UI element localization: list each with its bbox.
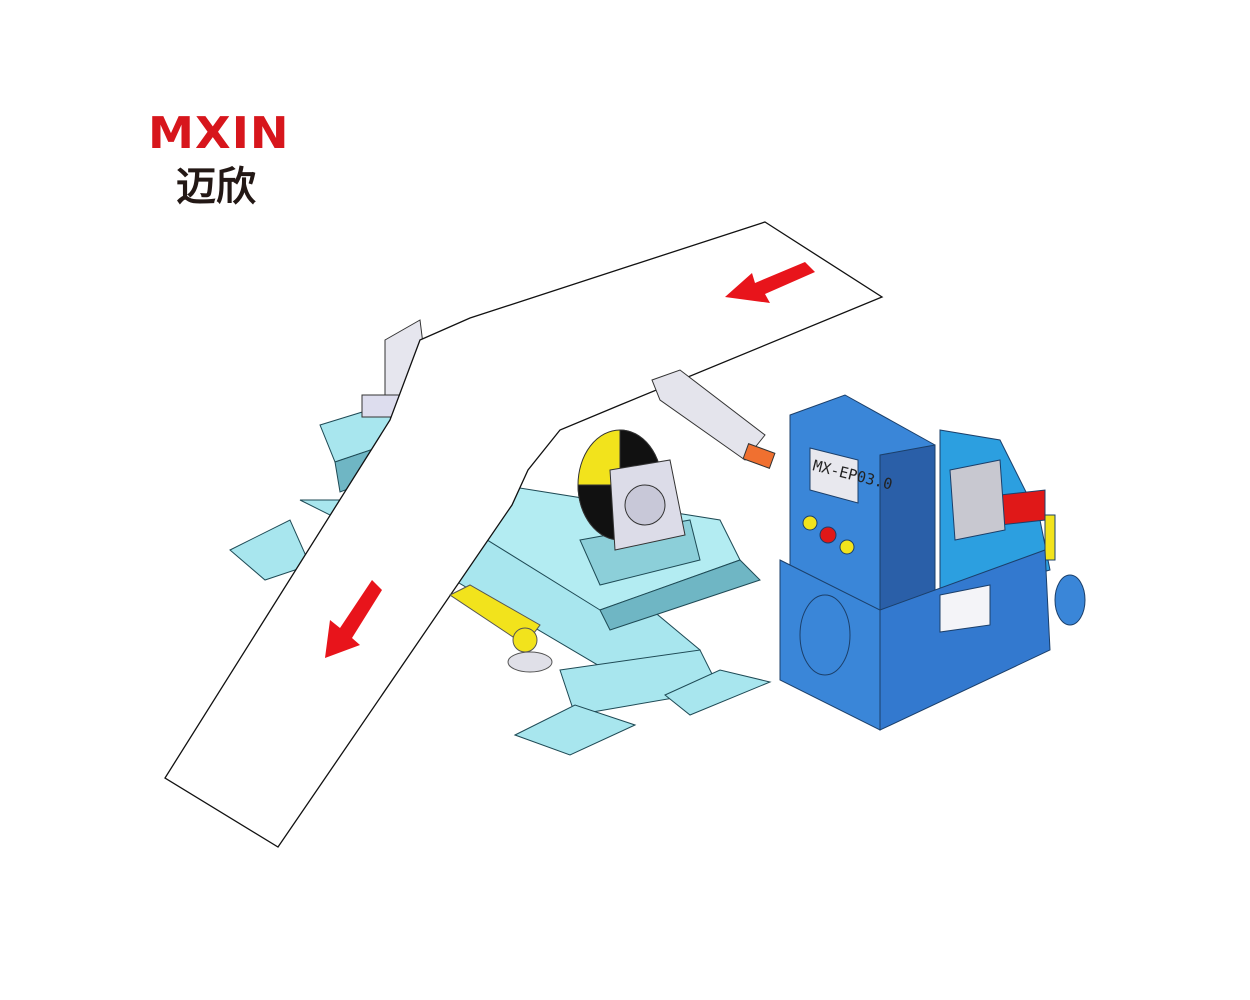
sensor-disc <box>577 429 686 551</box>
air-cylinder <box>651 369 776 469</box>
arrow-icon <box>725 262 815 303</box>
arrow-icon <box>325 580 382 658</box>
logo-brand-en: MXIN <box>148 108 290 159</box>
belt-direction-arrows <box>325 262 815 658</box>
hydraulic-unit <box>779 394 1086 731</box>
hydraulic-cylinder <box>449 584 553 673</box>
logo-brand-cn: 迈欣 <box>176 164 256 210</box>
